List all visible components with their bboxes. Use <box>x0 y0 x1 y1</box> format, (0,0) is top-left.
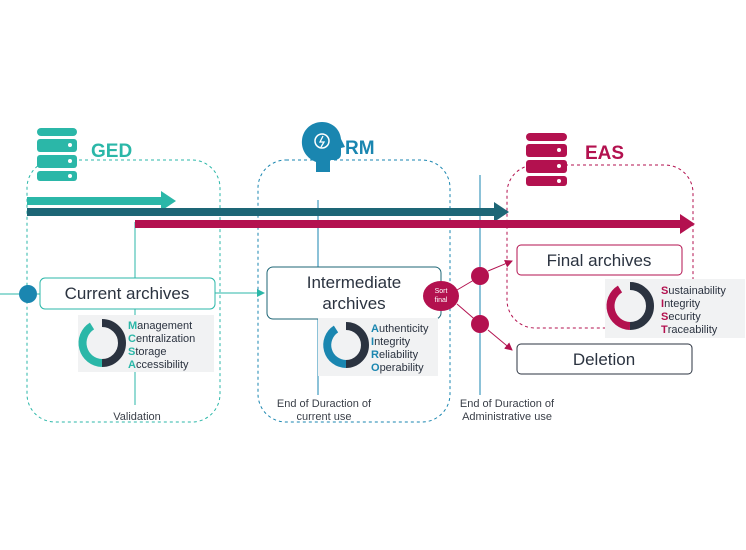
final-junction-node <box>471 267 489 285</box>
current-archives-box: Current archives <box>39 277 216 310</box>
intermediate-archives-label-line1: Intermediate <box>307 273 402 292</box>
mcsa-acronym-list: Management Centralization Storage Access… <box>128 320 198 371</box>
airo-acronym-card: Authenticity Integrity Reliability Opera… <box>318 318 438 376</box>
mcsa-acronym-card: Management Centralization Storage Access… <box>78 315 214 372</box>
airo-ring-icon <box>323 322 369 368</box>
deletion-label: Deletion <box>573 350 635 369</box>
intermediate-archives-label-line2: archives <box>322 294 385 313</box>
end-admin-label-line2: Administrative use <box>462 411 552 423</box>
entry-node <box>19 285 37 303</box>
final-arrow <box>487 260 513 272</box>
rm-title: RM <box>345 138 375 159</box>
sist-acronym-card: Sustainability Integrity Security Tracea… <box>605 279 745 338</box>
deletion-box: Deletion <box>516 343 693 375</box>
final-archives-label: Final archives <box>547 251 652 270</box>
airo-acronym-list: Authenticity Integrity Reliability Opera… <box>371 323 432 374</box>
ged-database-icon <box>37 128 77 181</box>
current-archives-label: Current archives <box>65 284 190 303</box>
sort-final-label-line2: final <box>435 297 448 304</box>
eas-title: EAS <box>585 143 624 164</box>
end-admin-label-line1: End of Duraction of <box>460 398 555 410</box>
eas-duration-arrow <box>135 214 695 234</box>
eas-container <box>506 164 694 329</box>
rm-duration-arrow <box>27 202 509 222</box>
intermediate-archives-box: Intermediate archives <box>266 266 442 320</box>
eas-database-icon <box>526 133 567 186</box>
ged-duration-arrow <box>27 191 176 211</box>
rm-lightbulb-head-icon <box>301 122 345 172</box>
sist-acronym-list: Sustainability Integrity Security Tracea… <box>661 285 729 336</box>
ged-title: GED <box>91 141 132 162</box>
end-current-label-line2: current use <box>296 411 351 423</box>
mcsa-ring-icon <box>78 319 126 367</box>
sort-final-node: Sort final <box>423 281 459 311</box>
deletion-junction-node <box>471 315 489 333</box>
final-archives-box: Final archives <box>516 244 683 276</box>
end-current-label-line1: End of Duraction of <box>277 398 372 410</box>
sort-final-label-line1: Sort <box>435 288 448 295</box>
deletion-arrow <box>487 329 513 351</box>
sist-ring-icon <box>606 282 654 330</box>
validation-label: Validation <box>113 411 161 423</box>
